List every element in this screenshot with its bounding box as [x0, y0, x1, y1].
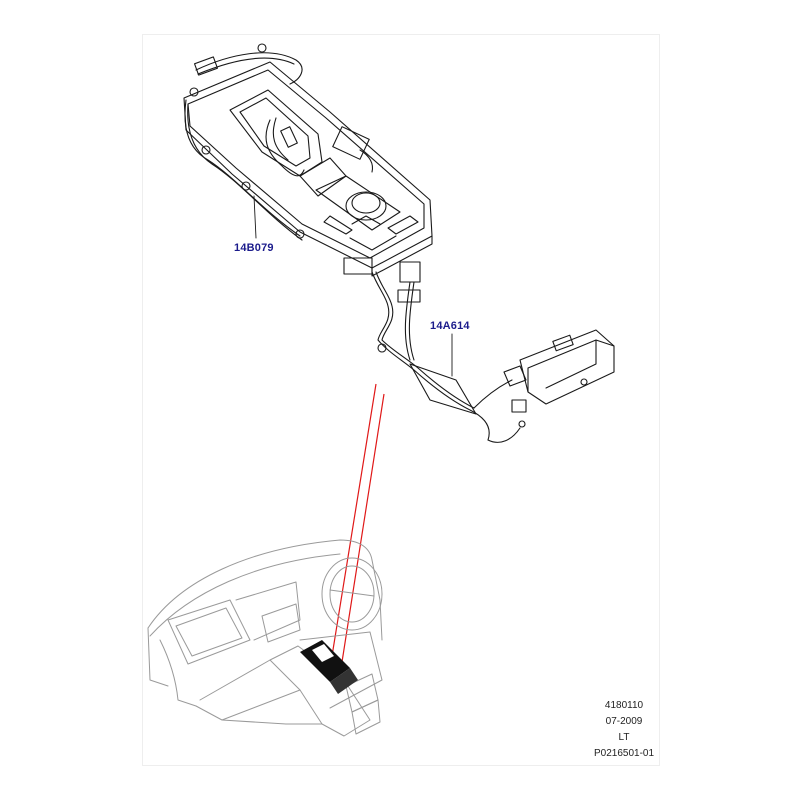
callout-14A614: 14A614: [430, 320, 470, 332]
rear-module: [503, 329, 615, 405]
location-guide-lines: [331, 383, 385, 663]
guide-line-right: [341, 393, 385, 663]
wiring-harness-14A614: [343, 257, 527, 443]
drawing-reference-stamp: 4180110 07-2009 LT P0216501-01: [588, 698, 660, 762]
diagram-sheet: [142, 34, 660, 766]
stamp-code: LT: [618, 732, 630, 743]
vehicle-dashboard-overview: [147, 539, 383, 737]
highlighted-console-location: [300, 640, 358, 694]
stamp-date: 07-2009: [605, 716, 643, 727]
console-switch-panel: [183, 61, 433, 277]
guide-line-left: [331, 383, 377, 657]
leader-14B079: [253, 195, 257, 239]
callout-14B079: 14B079: [234, 242, 274, 254]
stamp-ref: P0216501-01: [593, 748, 655, 759]
wiring-harness-14B079: [184, 43, 374, 241]
stamp-number: 4180110: [604, 700, 644, 711]
